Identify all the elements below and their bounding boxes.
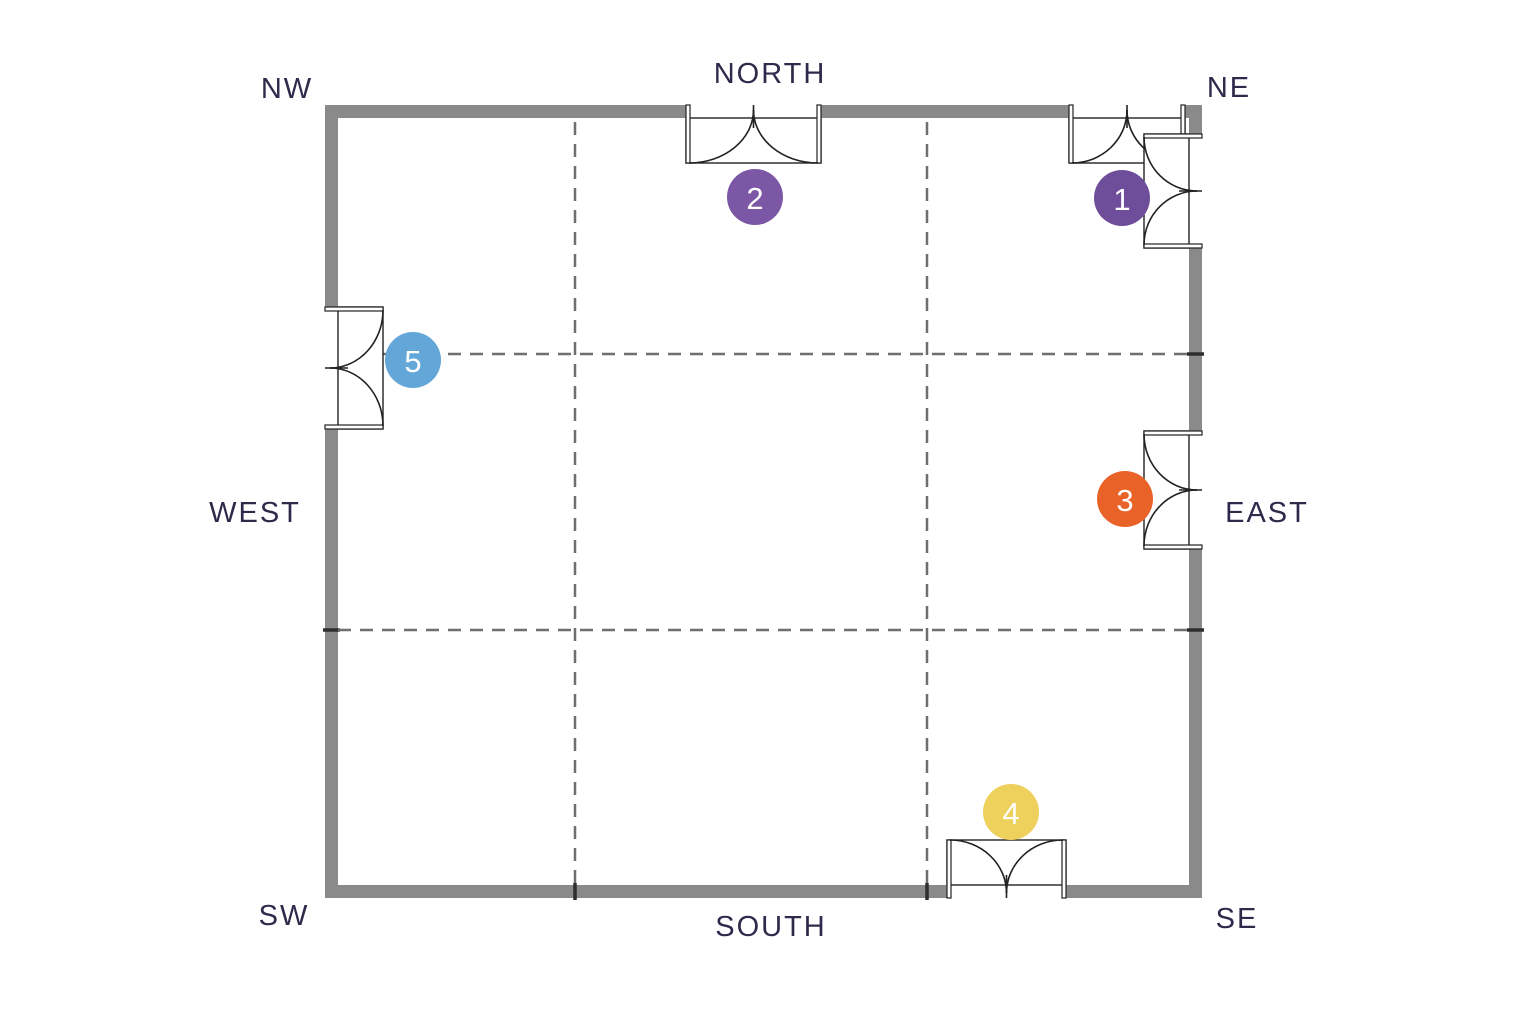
door-marker-number-3: 3 bbox=[1116, 483, 1133, 518]
compass-label-south: SOUTH bbox=[715, 911, 827, 943]
door-marker-number-2: 2 bbox=[746, 181, 763, 216]
tick-h2-west bbox=[323, 628, 340, 632]
tick-v1-south bbox=[573, 883, 577, 900]
compass-label-north: NORTH bbox=[714, 58, 827, 90]
door-marker-number-5: 5 bbox=[404, 344, 421, 379]
door-marker-4[interactable]: 4 bbox=[983, 784, 1039, 840]
compass-labels: NW NORTH NE WEST EAST SW SOUTH SE bbox=[209, 58, 1309, 943]
door-west-jamb-1 bbox=[324, 306, 384, 312]
door-south-jamb-2 bbox=[1061, 839, 1067, 899]
door-marker-circle-2[interactable] bbox=[727, 169, 783, 225]
compass-label-ne: NE bbox=[1207, 72, 1251, 104]
door-ne-corner-east[interactable] bbox=[1143, 133, 1203, 249]
tick-h2-east bbox=[1187, 628, 1204, 632]
door-marker-number-4: 4 bbox=[1002, 796, 1019, 831]
door-north-jamb-2 bbox=[816, 104, 822, 164]
compass-label-west: WEST bbox=[209, 497, 301, 529]
door-west-jamb-2 bbox=[324, 424, 384, 430]
door-marker-circle-3[interactable] bbox=[1097, 471, 1153, 527]
door-north-swing-arc-1 bbox=[688, 109, 755, 164]
wall-west bbox=[325, 105, 338, 898]
door-marker-2[interactable]: 2 bbox=[727, 169, 783, 225]
wall-south bbox=[325, 885, 1202, 898]
door-ne-corner-east-jamb-1 bbox=[1143, 133, 1203, 139]
door-east-jamb-2 bbox=[1143, 544, 1203, 550]
compass-label-sw: SW bbox=[259, 900, 310, 932]
door-west[interactable] bbox=[324, 306, 384, 430]
door-east[interactable] bbox=[1143, 430, 1203, 550]
tick-v2-south bbox=[925, 883, 929, 900]
compass-label-nw: NW bbox=[261, 73, 313, 105]
compass-label-se: SE bbox=[1216, 903, 1259, 935]
door-south-jamb-1 bbox=[946, 839, 952, 899]
door-marker-circle-1[interactable] bbox=[1094, 170, 1150, 226]
tick-h1-east bbox=[1187, 352, 1204, 356]
door-marker-1[interactable]: 1 bbox=[1094, 170, 1150, 226]
compass-label-east: EAST bbox=[1225, 497, 1309, 529]
layout-grid bbox=[338, 122, 1189, 885]
door-north-swing-arc-2 bbox=[752, 109, 819, 164]
room-walls bbox=[325, 105, 1202, 898]
door-ne-corner-east-jamb-2 bbox=[1143, 243, 1203, 249]
door-marker-5[interactable]: 5 bbox=[385, 332, 441, 388]
door-markers: 1 2 3 4 5 bbox=[385, 169, 1153, 840]
doors bbox=[324, 104, 1203, 899]
door-south[interactable] bbox=[946, 839, 1067, 899]
door-ne-corner-north-jamb-1 bbox=[1068, 104, 1074, 164]
grid-wall-ticks bbox=[323, 352, 1204, 900]
door-marker-number-1: 1 bbox=[1113, 182, 1130, 217]
door-north-jamb-1 bbox=[685, 104, 691, 164]
door-marker-circle-5[interactable] bbox=[385, 332, 441, 388]
door-marker-circle-4[interactable] bbox=[983, 784, 1039, 840]
door-east-jamb-1 bbox=[1143, 430, 1203, 436]
door-marker-3[interactable]: 3 bbox=[1097, 471, 1153, 527]
door-north[interactable] bbox=[685, 104, 822, 164]
